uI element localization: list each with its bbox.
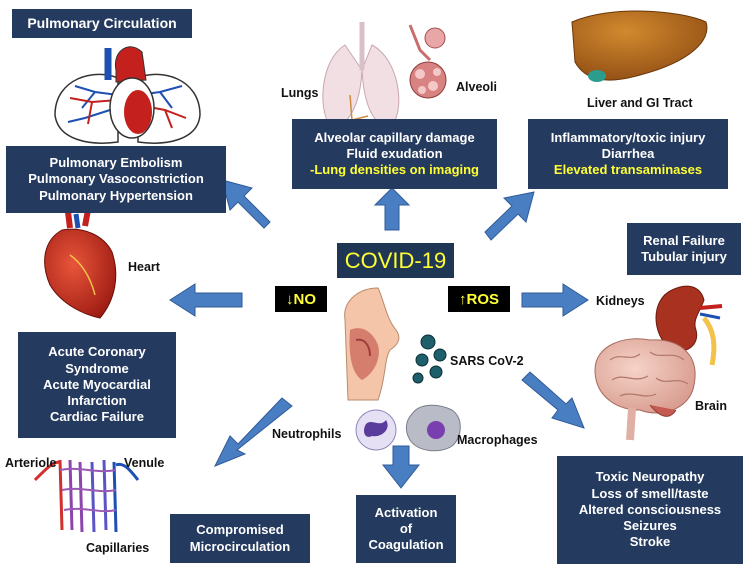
renal-effects-box: Renal Failure Tubular injury [627,223,741,275]
label-capillaries: Capillaries [86,541,150,555]
label-alveoli: Alveoli [456,80,497,94]
label-kidneys: Kidneys [596,294,645,308]
microcirculation-box: Compromised Microcirculation [170,514,310,563]
arrow-to-kidneys [521,283,589,317]
label-macrophages: Macrophages [457,433,538,447]
label-venule: Venule [124,456,165,470]
label-lungs: Lungs [281,86,319,100]
arrow-to-lungs [373,187,411,231]
brain-effects-box: Toxic Neuropathy Loss of smell/taste Alt… [557,456,743,564]
label-brain: Brain [695,399,727,413]
pulmonary-illustration [54,46,201,144]
arrow-to-pulmonary [221,179,271,229]
arrow-to-coag [381,445,421,489]
brain-illustration [594,338,696,441]
label-neutrophils: Neutrophils [272,427,342,441]
head-illustration [344,287,400,401]
virus-illustration [412,334,447,384]
arrow-to-liver [484,191,535,241]
no-marker: ↓NO [275,286,327,312]
arrow-to-brain [521,371,585,429]
microcirculation-illustration [33,459,140,533]
label-sars: SARS CoV-2 [450,354,524,368]
arrow-to-heart [169,283,243,317]
label-heart: Heart [128,260,160,274]
liver-effects-box: Inflammatory/toxic injury Diarrhea Eleva… [528,119,728,189]
pulmonary-circulation-title: Pulmonary Circulation [12,9,192,38]
coagulation-box: Activation of Coagulation [356,495,456,563]
heart-illustration [44,209,117,319]
lungs-illustration [322,22,400,127]
neutrophil-illustration [355,409,397,451]
covid-title: COVID-19 [337,243,454,278]
kidney-illustration [655,285,723,366]
macrophage-illustration [405,404,461,452]
alveoli-illustration [408,24,447,99]
pulmonary-effects-box: Pulmonary Embolism Pulmonary Vasoconstri… [6,146,226,213]
lungs-effects-box: Alveolar capillary damage Fluid exudatio… [292,119,497,189]
arrow-to-micro [213,397,293,467]
heart-effects-box: Acute Coronary Syndrome Acute Myocardial… [18,332,176,438]
ros-marker: ↑ROS [448,286,510,312]
label-arteriole: Arteriole [5,456,57,470]
label-liver: Liver and GI Tract [587,96,693,110]
liver-illustration [571,10,708,82]
